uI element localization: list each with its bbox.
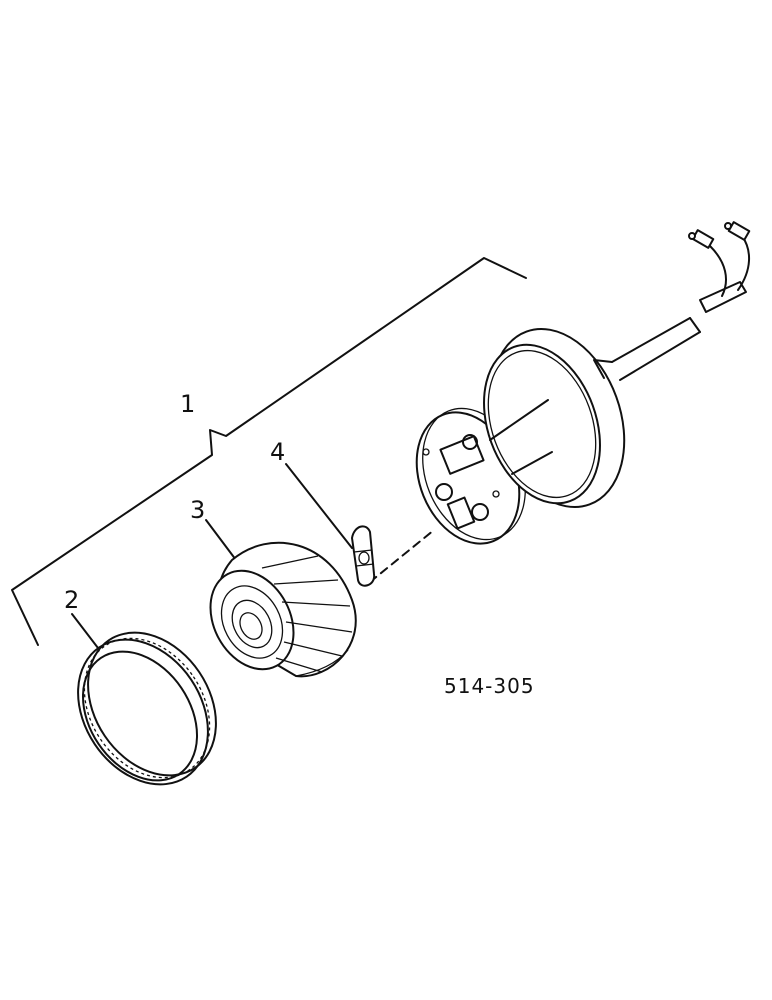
- callout-bulb: 4: [270, 438, 285, 466]
- callout-lens: 3: [190, 496, 205, 524]
- assembly-bracket: [11, 257, 527, 646]
- callout-assembly: 1: [180, 390, 195, 418]
- wiring-harness: [593, 221, 751, 381]
- lamp-housing: [483, 327, 626, 509]
- lamp-bulb: [351, 525, 376, 587]
- callout-rim: 2: [64, 586, 79, 614]
- rim-ring: [77, 631, 217, 786]
- leader-lines: [71, 463, 435, 649]
- figure-code: 514-305: [444, 674, 535, 698]
- lamp-lens: [209, 541, 357, 678]
